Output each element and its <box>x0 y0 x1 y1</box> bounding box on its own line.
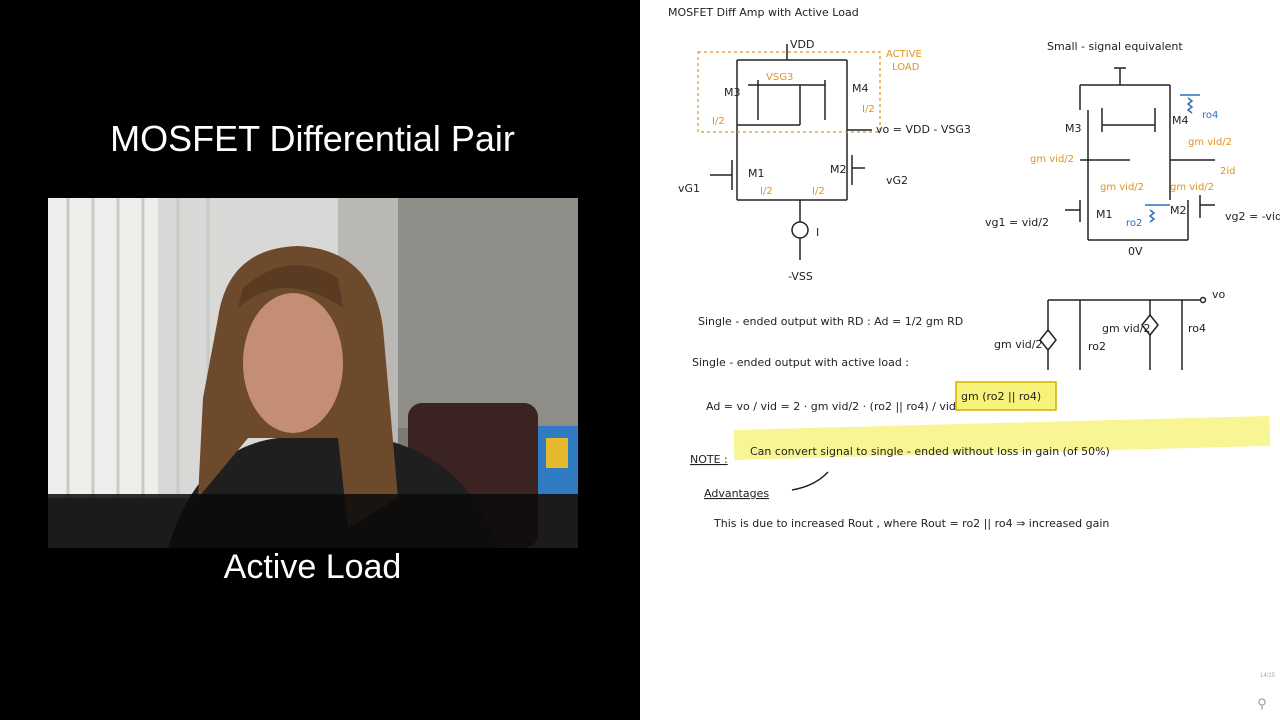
diff-amp-circuit <box>710 44 872 260</box>
gm-vid2-right: gm vid/2 <box>1188 137 1232 148</box>
note-label: NOTE : <box>690 453 728 466</box>
current-half-d: I/2 <box>812 186 825 197</box>
presenter-video-frame <box>48 198 578 548</box>
slide-caption: Active Load <box>223 548 402 586</box>
ss-m1-label: M1 <box>1096 208 1113 221</box>
advantages-reason: This is due to increased Rout , where Ro… <box>713 517 1109 530</box>
current-half-a: I/2 <box>712 116 725 127</box>
two-id-label: 2id <box>1220 166 1236 177</box>
note-highlight <box>733 415 1271 460</box>
gm-vid2-source-2: gm vid/2 <box>1102 322 1150 335</box>
magnifier-icon[interactable]: ⚲ <box>1257 696 1267 711</box>
vo-equation: vo = VDD - VSG3 <box>876 123 971 136</box>
m3-label: M3 <box>724 86 741 99</box>
vo-output-label: vo <box>1212 288 1226 301</box>
gm-vid2-left: gm vid/2 <box>1030 154 1074 165</box>
ro2-output-label: ro2 <box>1088 340 1106 353</box>
notes-heading: MOSFET Diff Amp with Active Load <box>668 6 859 19</box>
active-load-label-2: LOAD <box>892 62 920 73</box>
m4-label: M4 <box>852 82 869 95</box>
gm-vid2-source-1: gm vid/2 <box>994 338 1042 351</box>
current-source-label: I <box>816 226 819 239</box>
vg1-equation: vg1 = vid/2 <box>985 216 1049 229</box>
advantages-arrow <box>791 471 829 491</box>
advantages-label: Advantages <box>704 487 769 500</box>
page-indicator: 14/15 <box>1260 673 1276 679</box>
ad-result: gm (ro2 || ro4) <box>961 390 1041 403</box>
small-signal-title: Small - signal equivalent <box>1047 40 1183 53</box>
gm-vid2-mid-left: gm vid/2 <box>1100 182 1144 193</box>
vss-label: -VSS <box>788 270 813 283</box>
ss-m4-label: M4 <box>1172 114 1189 127</box>
zero-volt-label: 0V <box>1128 245 1143 258</box>
vg2-equation: vg2 = -vid/2 <box>1225 210 1280 223</box>
handwritten-notes-canvas: MOSFET Diff Amp with Active Load Small -… <box>668 6 1280 530</box>
gm-vid2-mid-right: gm vid/2 <box>1170 182 1214 193</box>
notes-pane: MOSFET Diff Amp with Active Load Small -… <box>640 0 1280 720</box>
ro4-label: ro4 <box>1202 110 1218 121</box>
vdd-label: VDD <box>790 38 814 51</box>
small-signal-circuit <box>1065 67 1215 241</box>
ro4-output-label: ro4 <box>1188 322 1206 335</box>
current-half-c: I/2 <box>760 186 773 197</box>
current-half-b: I/2 <box>862 104 875 115</box>
ad-expression: Ad = vo / vid = 2 · gm vid/2 · (ro2 || r… <box>706 400 969 413</box>
presenter-pane: MOSFET Differential Pair <box>48 118 578 586</box>
presenter-video <box>48 198 578 548</box>
single-ended-rd-line: Single - ended output with RD : Ad = 1/2… <box>698 315 963 328</box>
note-text: Can convert signal to single - ended wit… <box>750 445 1110 458</box>
ss-m2-label: M2 <box>1170 204 1187 217</box>
ro2-label: ro2 <box>1126 218 1142 229</box>
vg2-label: vG2 <box>886 174 908 187</box>
active-load-label-1: ACTIVE <box>886 49 922 60</box>
active-load-box <box>697 51 881 133</box>
ro2-resistor <box>1145 204 1170 223</box>
ss-m3-label: M3 <box>1065 122 1082 135</box>
vsg3-label: VSG3 <box>766 72 793 83</box>
ro4-resistor <box>1180 94 1200 114</box>
single-ended-active-load-line: Single - ended output with active load : <box>692 356 909 369</box>
output-equivalent-circuit <box>1039 296 1207 370</box>
slide-title: MOSFET Differential Pair <box>110 118 515 159</box>
m2-label: M2 <box>830 163 847 176</box>
m1-label: M1 <box>748 167 765 180</box>
vg1-label: vG1 <box>678 182 700 195</box>
ad-result-box <box>955 381 1057 411</box>
